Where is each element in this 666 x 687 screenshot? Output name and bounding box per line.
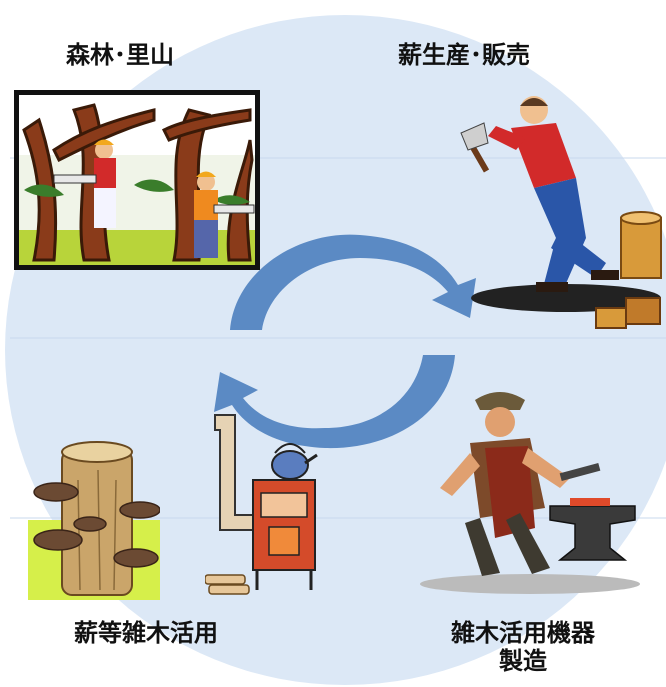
label-equipment-manufacturing: 雑木活用機器 製造 [408, 619, 638, 675]
cycle-arrow-bottom [214, 355, 455, 449]
label-equipment-line2: 製造 [499, 646, 547, 675]
mushroom-log-icon [28, 441, 160, 600]
cycle-arrow-top [230, 234, 476, 330]
label-forest: 森林･里山 [66, 41, 174, 69]
blacksmith-icon [420, 392, 640, 594]
label-firewood-production: 薪生産･販売 [398, 41, 530, 69]
lumberjack-icon [460, 96, 662, 329]
wood-stove-icon [205, 414, 318, 595]
forest-workers-icon [14, 90, 260, 270]
label-miscellaneous-wood-use: 薪等雑木活用 [74, 619, 218, 647]
label-equipment-line1: 雑木活用機器 [451, 619, 595, 647]
